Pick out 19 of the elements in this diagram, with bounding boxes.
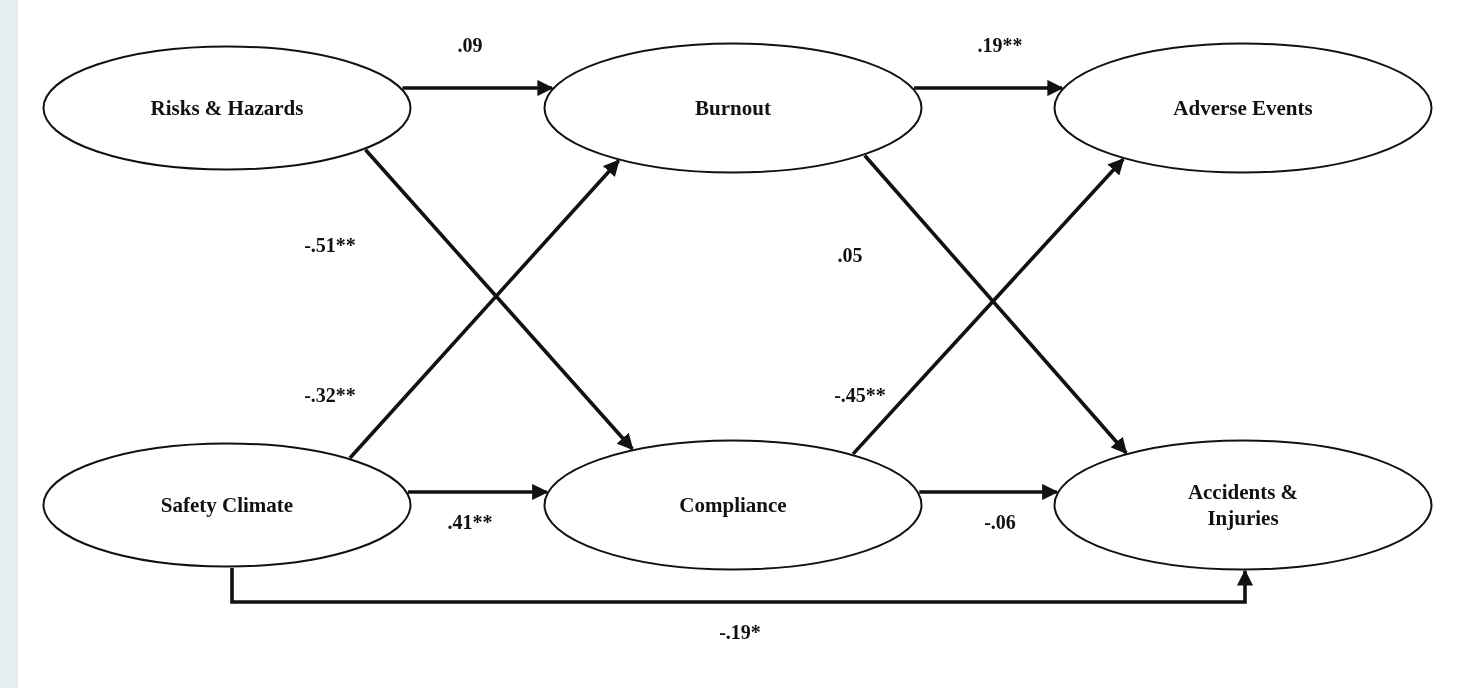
ellipse-node xyxy=(42,442,412,568)
arrow xyxy=(230,568,1254,604)
arrow xyxy=(364,148,634,451)
node-label: Adverse Events xyxy=(1172,94,1314,122)
arrow xyxy=(919,483,1059,501)
node-label: Risks & Hazards xyxy=(149,94,305,122)
arrow xyxy=(402,79,554,97)
node-label: Burnout xyxy=(694,94,772,122)
node-label: Safety Climate xyxy=(159,491,295,519)
arrow xyxy=(348,159,620,460)
ellipse-node xyxy=(1053,439,1433,571)
ellipse-node xyxy=(543,439,923,571)
arrow xyxy=(408,483,549,501)
arrow xyxy=(914,79,1064,97)
ellipse-node xyxy=(42,45,412,171)
node-label: Compliance xyxy=(678,491,788,519)
ellipse-node xyxy=(1053,42,1433,174)
ellipse-node xyxy=(543,42,923,174)
node-label: Accidents & Injuries xyxy=(1186,478,1300,532)
